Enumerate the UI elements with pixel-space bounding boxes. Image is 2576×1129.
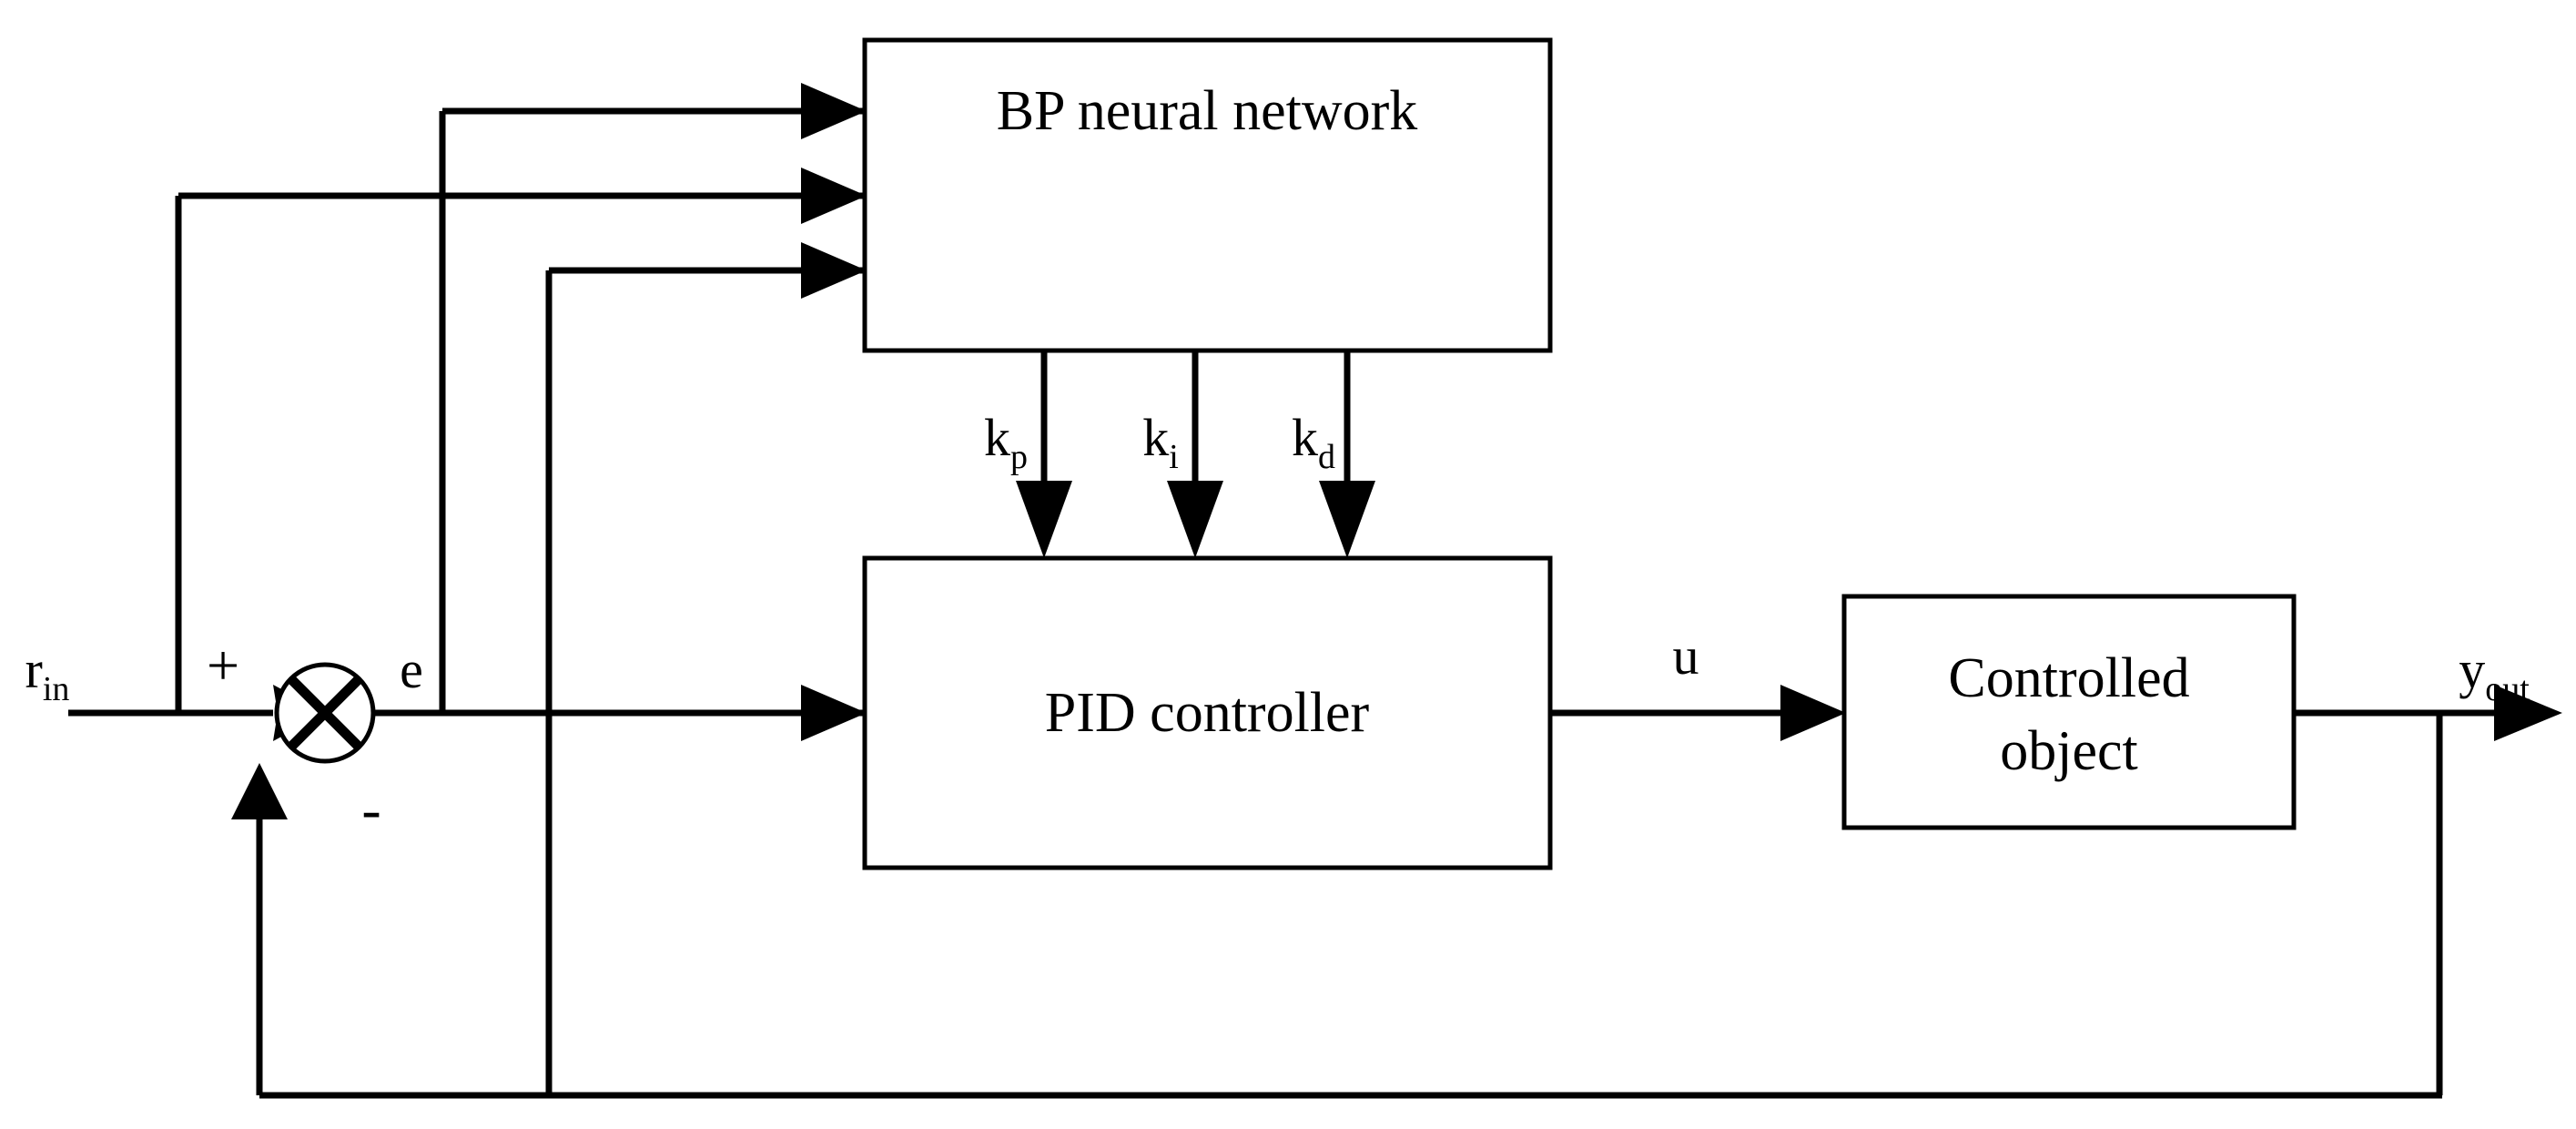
wire-group-reference-input (68, 192, 865, 717)
arrowhead-into-sum-bottom (231, 763, 288, 819)
controlled-object-box[interactable] (1841, 594, 2297, 830)
plant-output-label: yout (2459, 640, 2530, 708)
arrowhead-bp-input-bottom (801, 242, 867, 299)
controlled-object-label-line1: Controlled (1948, 647, 2189, 709)
block-bp-neural-network[interactable]: BP neural network (862, 37, 1553, 353)
kp-label: kp (984, 408, 1028, 476)
arrowhead-plant-output (2494, 685, 2562, 741)
arrowhead-into-controlled-object (1780, 685, 1846, 741)
wire-group-plant-output (2294, 709, 2526, 1095)
kd-label: kd (1292, 408, 1335, 476)
wire-group-output-feedback-to-bp (545, 267, 865, 1095)
wire-group-error (373, 107, 865, 717)
arrowhead-bp-input-top (801, 83, 867, 139)
arrowhead-kd-into-pid (1319, 481, 1375, 558)
reference-input-label: rin (25, 640, 70, 708)
wire-group-bottom-feedback-bus (256, 819, 2442, 1099)
pid-controller-label: PID controller (1045, 682, 1370, 744)
summing-junction-cross-2 (288, 676, 362, 750)
summing-junction[interactable] (274, 662, 376, 764)
plus-sign-label: + (207, 633, 239, 697)
bp-neural-network-box[interactable] (862, 37, 1553, 353)
controlled-object-label-line2: object (2000, 720, 2138, 782)
ki-label: ki (1142, 408, 1179, 476)
arrowhead-ki-into-pid (1167, 481, 1223, 558)
pid-controller-box[interactable] (862, 555, 1553, 870)
control-output-label: u (1673, 626, 1699, 686)
arrowhead-kp-into-pid (1016, 481, 1072, 558)
arrowhead-bp-input-middle (801, 168, 867, 224)
error-label: e (400, 640, 423, 699)
block-pid-controller[interactable]: PID controller (862, 555, 1553, 870)
minus-sign-label: - (361, 777, 380, 841)
arrowhead-into-pid-left (801, 685, 867, 741)
block-controlled-object[interactable]: Controlled object (1841, 594, 2297, 830)
bp-neural-network-label: BP neural network (997, 80, 1418, 142)
